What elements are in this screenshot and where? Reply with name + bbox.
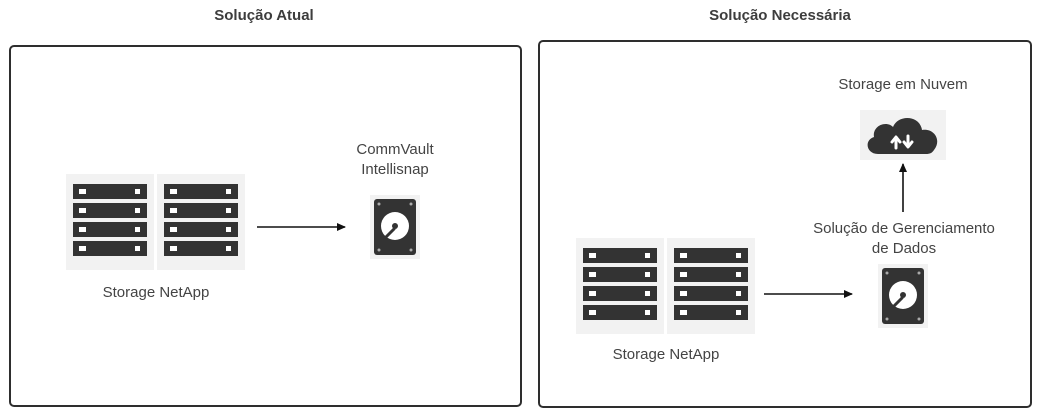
left-panel-title: Solução Atual (214, 7, 314, 24)
hard-drive-icon (370, 195, 420, 259)
middle-label-line1: Solução de Gerenciamento (813, 220, 995, 237)
cloud-sync-icon (860, 110, 946, 160)
server-rack-icon (66, 174, 154, 270)
hard-drive-icon (878, 264, 928, 328)
right-panel (538, 40, 1032, 408)
server-rack-icon (667, 238, 755, 334)
cloud-label: Storage em Nuvem (838, 76, 968, 93)
right-storage-label: Storage NetApp (612, 346, 720, 363)
middle-label-line2: de Dados (871, 240, 937, 257)
server-rack-icon (157, 174, 245, 270)
left-storage-label: Storage NetApp (102, 284, 210, 301)
server-rack-icon (576, 238, 664, 334)
right-panel-title: Solução Necessária (709, 7, 851, 24)
left-target-label-line1: CommVault (356, 141, 434, 158)
left-target-label-line2: Intellisnap (361, 161, 429, 178)
